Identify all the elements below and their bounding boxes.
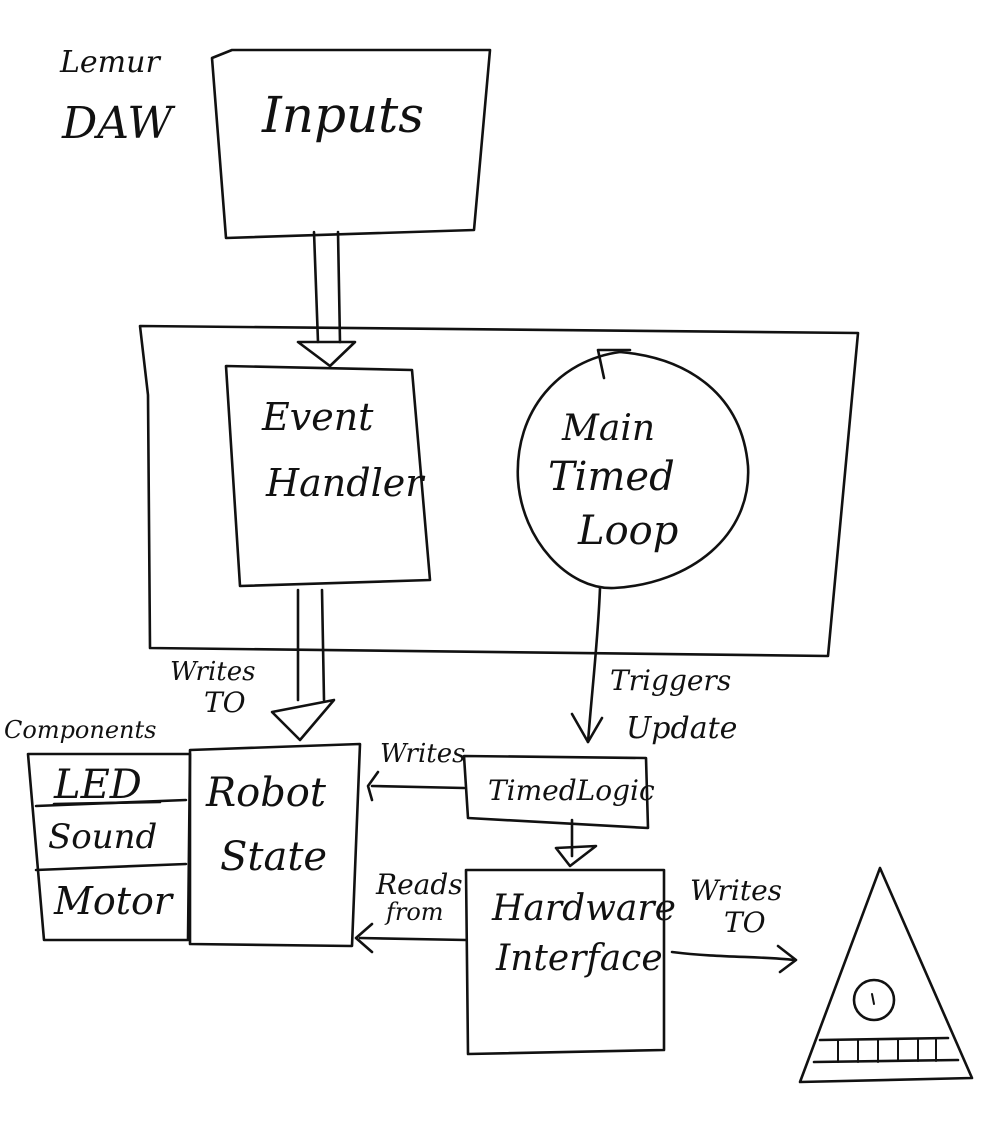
loop-label-line1: Main xyxy=(561,408,655,449)
writes-to-a-line2: TO xyxy=(204,686,246,719)
reads-from-line2: from xyxy=(384,898,444,926)
motor-label: Motor xyxy=(53,879,175,923)
inputs-box xyxy=(210,48,492,240)
system-container-box xyxy=(138,324,860,658)
robot-state-line1: Robot xyxy=(205,770,327,816)
timedlogic-to-robot-arrow xyxy=(366,770,466,802)
timed-logic-label: TimedLogic xyxy=(488,774,655,807)
writes-to-b-line2: TO xyxy=(724,906,766,939)
robot-state-box xyxy=(188,742,362,948)
daw-label: DAW xyxy=(61,98,176,149)
writes-to-b-line1: Writes xyxy=(690,874,782,907)
led-underline xyxy=(52,800,162,806)
triggers-update-line2: Update xyxy=(626,711,737,746)
loop-label-line3: Loop xyxy=(577,508,678,554)
timedlogic-to-hardware-arrow xyxy=(554,818,598,868)
inputs-to-handler-arrow xyxy=(296,230,357,368)
reads-from-line1: Reads xyxy=(375,868,463,901)
triggers-update-line1: Triggers xyxy=(610,664,731,697)
event-handler-box xyxy=(224,364,432,588)
handler-to-robot-arrow xyxy=(270,588,336,742)
timed-logic-box xyxy=(462,754,650,830)
event-handler-line1: Event xyxy=(261,395,374,439)
led-label: LED xyxy=(53,762,142,808)
loop-to-timedlogic-arrow xyxy=(570,586,604,744)
robot-state-line2: State xyxy=(220,834,327,880)
main-timed-loop-circle xyxy=(516,350,750,590)
event-handler-line2: Handler xyxy=(265,461,426,505)
components-label: Components xyxy=(4,716,156,744)
loop-label-line2: Timed xyxy=(548,454,675,500)
inputs-label: Inputs xyxy=(261,86,424,144)
lemur-label: Lemur xyxy=(59,45,161,80)
hardware-interface-box xyxy=(464,868,666,1056)
writes-to-a-line1: Writes xyxy=(170,657,255,687)
hardware-interface-line1: Hardware xyxy=(491,888,676,929)
hardware-to-robot-drawing-arrow xyxy=(670,944,798,974)
robot-eye-icon xyxy=(852,978,896,1022)
pyramid-eye-robot-icon xyxy=(798,866,974,1084)
hardware-interface-line2: Interface xyxy=(495,938,663,979)
writes-label: Writes xyxy=(380,739,465,769)
loop-arrowhead-icon xyxy=(596,348,632,380)
sound-label: Sound xyxy=(48,817,157,857)
hardware-to-robot-arrow xyxy=(354,922,468,954)
